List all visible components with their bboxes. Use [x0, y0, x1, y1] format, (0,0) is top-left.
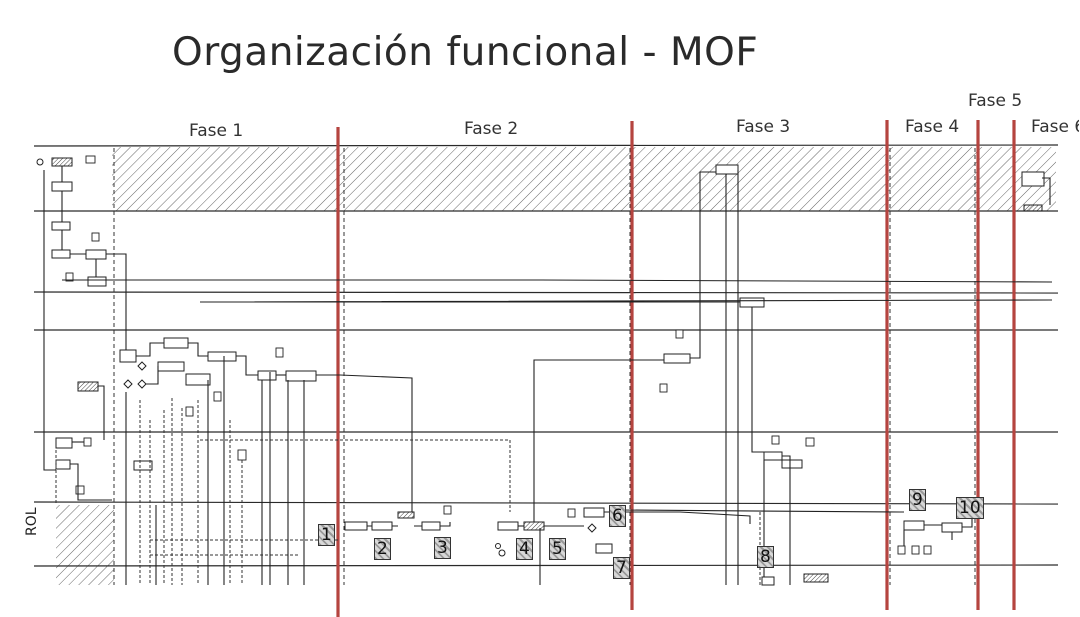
- vertical-feeders: [125, 356, 305, 585]
- phase-5-label: Fase 5: [968, 91, 1023, 111]
- dashed-guides: [113, 148, 976, 585]
- step-number-10: 10: [956, 497, 984, 519]
- step-number-1: 1: [318, 524, 335, 546]
- step-number-5: 5: [549, 538, 566, 560]
- phase-4-label: Fase 4: [905, 117, 960, 137]
- phase-6-label: Fase 6: [1031, 117, 1079, 137]
- step-number-3: 3: [434, 537, 451, 559]
- gateways: [36, 158, 597, 557]
- dashed-flows: [55, 398, 761, 585]
- phase-dividers: [336, 120, 1016, 617]
- flow-connectors: [43, 166, 1053, 585]
- document-icons: [65, 155, 932, 555]
- step-number-4: 4: [516, 538, 533, 560]
- step-number-2: 2: [374, 538, 391, 560]
- step-number-8: 8: [757, 546, 774, 568]
- process-boxes: [51, 157, 1045, 586]
- hatched-lane-bottom: [56, 505, 114, 585]
- phase-2-label: Fase 2: [464, 119, 519, 139]
- page-title: Organización funcional - MOF: [172, 30, 759, 75]
- phase-1-label: Fase 1: [189, 121, 244, 141]
- step-number-7: 7: [613, 557, 630, 579]
- step-number-9: 9: [909, 489, 926, 511]
- phase-3-label: Fase 3: [736, 117, 791, 137]
- step-number-6: 6: [609, 505, 626, 527]
- hatched-lane-top: [112, 147, 1056, 211]
